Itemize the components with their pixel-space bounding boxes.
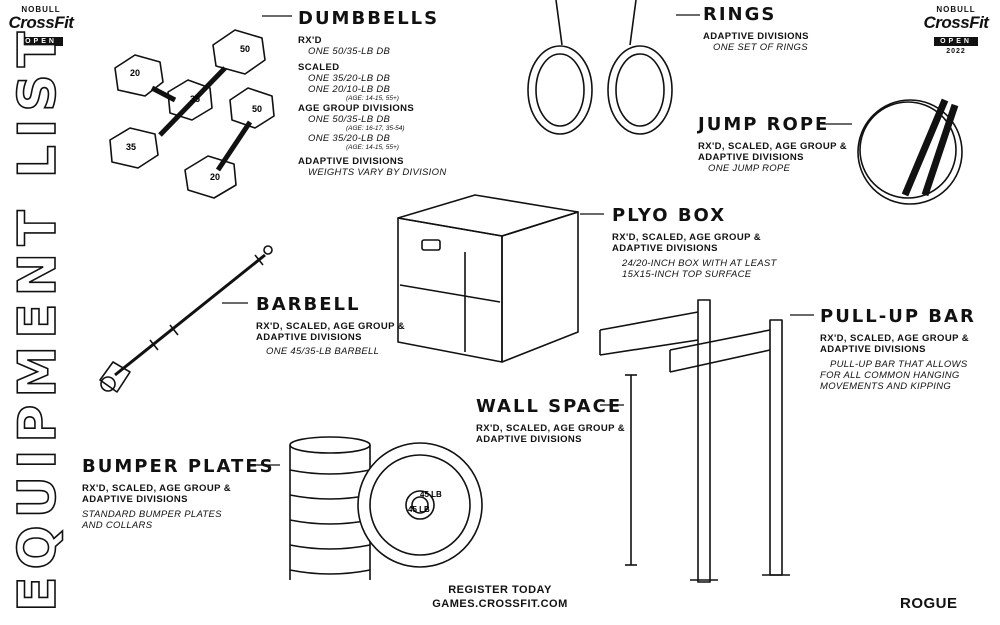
dumbbells-heading: DUMBBELLS	[298, 8, 440, 29]
barbell-icon	[99, 245, 273, 393]
age-note-1: (AGE: 16-17, 35-54)	[346, 125, 405, 132]
wall-space-heading: WALL SPACE	[476, 396, 623, 417]
jump-rope-heading: JUMP ROPE	[698, 114, 830, 135]
scaled-item-2: ONE 20/10-LB DB	[308, 84, 391, 95]
wall-space-section: WALL SPACE RX'D, SCALED, AGE GROUP & ADA…	[476, 396, 625, 445]
dumbbell-weight-label: 20	[130, 68, 140, 78]
plyo-box-item-2: 15X15-INCH TOP SURFACE	[622, 269, 752, 280]
rings-section: RINGS ADAPTIVE DIVISIONS ONE SET OF RING…	[703, 4, 809, 53]
pull-up-bar-item-3: MOVEMENTS AND KIPPING	[820, 381, 952, 392]
scaled-note: (AGE: 14-15, 55+)	[346, 95, 399, 102]
age-note-2: (AGE: 14-15, 55+)	[346, 144, 399, 151]
wall-space-category-1: RX'D, SCALED, AGE GROUP &	[476, 423, 625, 434]
crossfit-open-logo-right: NOBULL CrossFit OPEN 2022	[923, 5, 989, 56]
barbell-category-1: RX'D, SCALED, AGE GROUP &	[256, 321, 405, 332]
pull-up-bar-item-1: PULL-UP BAR THAT ALLOWS	[830, 359, 968, 370]
pull-up-bar-category-2: ADAPTIVE DIVISIONS	[820, 344, 926, 355]
bumper-plates-category-1: RX'D, SCALED, AGE GROUP &	[82, 483, 231, 494]
wall-space-category-2: ADAPTIVE DIVISIONS	[476, 434, 582, 445]
leader-lines	[222, 14, 852, 466]
barbell-item: ONE 45/35-LB BARBELL	[266, 346, 380, 357]
rings-item: ONE SET OF RINGS	[713, 42, 808, 53]
dumbbells-icon	[109, 29, 275, 199]
rogue-logo: ROGUE	[900, 595, 958, 612]
dumbbell-weight-label: 35	[126, 142, 136, 152]
dumbbell-weight-label: 35	[190, 94, 200, 104]
dumbbell-weight-label: 50	[240, 44, 250, 54]
rings-icon	[527, 0, 673, 135]
jump-rope-category-2: ADAPTIVE DIVISIONS	[698, 152, 804, 163]
jump-rope-item: ONE JUMP ROPE	[708, 163, 791, 174]
scaled-item-1: ONE 35/20-LB DB	[308, 73, 391, 84]
plate-label-left: 45 LB	[408, 505, 430, 514]
jump-rope-section: JUMP ROPE RX'D, SCALED, AGE GROUP & ADAP…	[698, 114, 847, 174]
bumper-plates-heading: BUMPER PLATES	[82, 456, 275, 477]
jump-rope-icon	[857, 98, 963, 205]
rings-heading: RINGS	[703, 4, 777, 25]
plyo-box-heading: PLYO BOX	[612, 205, 727, 226]
jump-rope-category-1: RX'D, SCALED, AGE GROUP &	[698, 141, 847, 152]
bumper-plates-item-2: AND COLLARS	[82, 520, 153, 531]
rings-category: ADAPTIVE DIVISIONS	[703, 31, 809, 42]
bumper-plates-category-2: ADAPTIVE DIVISIONS	[82, 494, 188, 505]
dumbbell-weight-label: 20	[210, 172, 220, 182]
register-today-text: REGISTER TODAY	[448, 584, 552, 596]
pull-up-bar-heading: PULL-UP BAR	[820, 306, 976, 327]
crossfit-open-logo-left: NOBULL CrossFit OPEN 2022	[8, 5, 74, 56]
plyo-box-category-1: RX'D, SCALED, AGE GROUP &	[612, 232, 761, 243]
pull-up-rig-icon	[599, 299, 790, 583]
adaptive-label: ADAPTIVE DIVISIONS	[298, 156, 404, 167]
plyo-box-category-2: ADAPTIVE DIVISIONS	[612, 243, 718, 254]
age-group-label: AGE GROUP DIVISIONS	[298, 103, 415, 114]
scaled-label: SCALED	[298, 62, 340, 73]
barbell-category-2: ADAPTIVE DIVISIONS	[256, 332, 362, 343]
barbell-section: BARBELL RX'D, SCALED, AGE GROUP & ADAPTI…	[256, 294, 405, 357]
plyo-box-section: PLYO BOX RX'D, SCALED, AGE GROUP & ADAPT…	[612, 205, 777, 280]
plyo-box-item-1: 24/20-INCH BOX WITH AT LEAST	[622, 258, 777, 269]
dumbbell-weight-label: 50	[252, 104, 262, 114]
register-footer: REGISTER TODAY GAMES.CROSSFIT.COM	[400, 583, 600, 611]
rxd-item: ONE 50/35-LB DB	[308, 46, 391, 57]
bumper-plates-item-1: STANDARD BUMPER PLATES	[82, 509, 222, 520]
dumbbells-section: DUMBBELLS RX'D ONE 50/35-LB DB SCALED ON…	[298, 8, 446, 178]
plate-label-right: 45 LB	[420, 490, 442, 499]
age-item-1: ONE 50/35-LB DB	[308, 114, 391, 125]
barbell-heading: BARBELL	[256, 294, 361, 315]
bumper-plates-icon	[289, 436, 483, 580]
adaptive-item: WEIGHTS VARY BY DIVISION	[308, 167, 447, 178]
age-item-2: ONE 35/20-LB DB	[308, 133, 391, 144]
pull-up-bar-category-1: RX'D, SCALED, AGE GROUP &	[820, 333, 969, 344]
bumper-plates-section: BUMPER PLATES RX'D, SCALED, AGE GROUP & …	[82, 456, 275, 531]
games-url-link[interactable]: GAMES.CROSSFIT.COM	[432, 598, 568, 610]
pull-up-bar-item-2: FOR ALL COMMON HANGING	[820, 370, 960, 381]
plyo-box-icon	[397, 194, 579, 363]
rxd-label: RX'D	[298, 35, 322, 46]
pull-up-bar-section: PULL-UP BAR RX'D, SCALED, AGE GROUP & AD…	[820, 306, 976, 392]
